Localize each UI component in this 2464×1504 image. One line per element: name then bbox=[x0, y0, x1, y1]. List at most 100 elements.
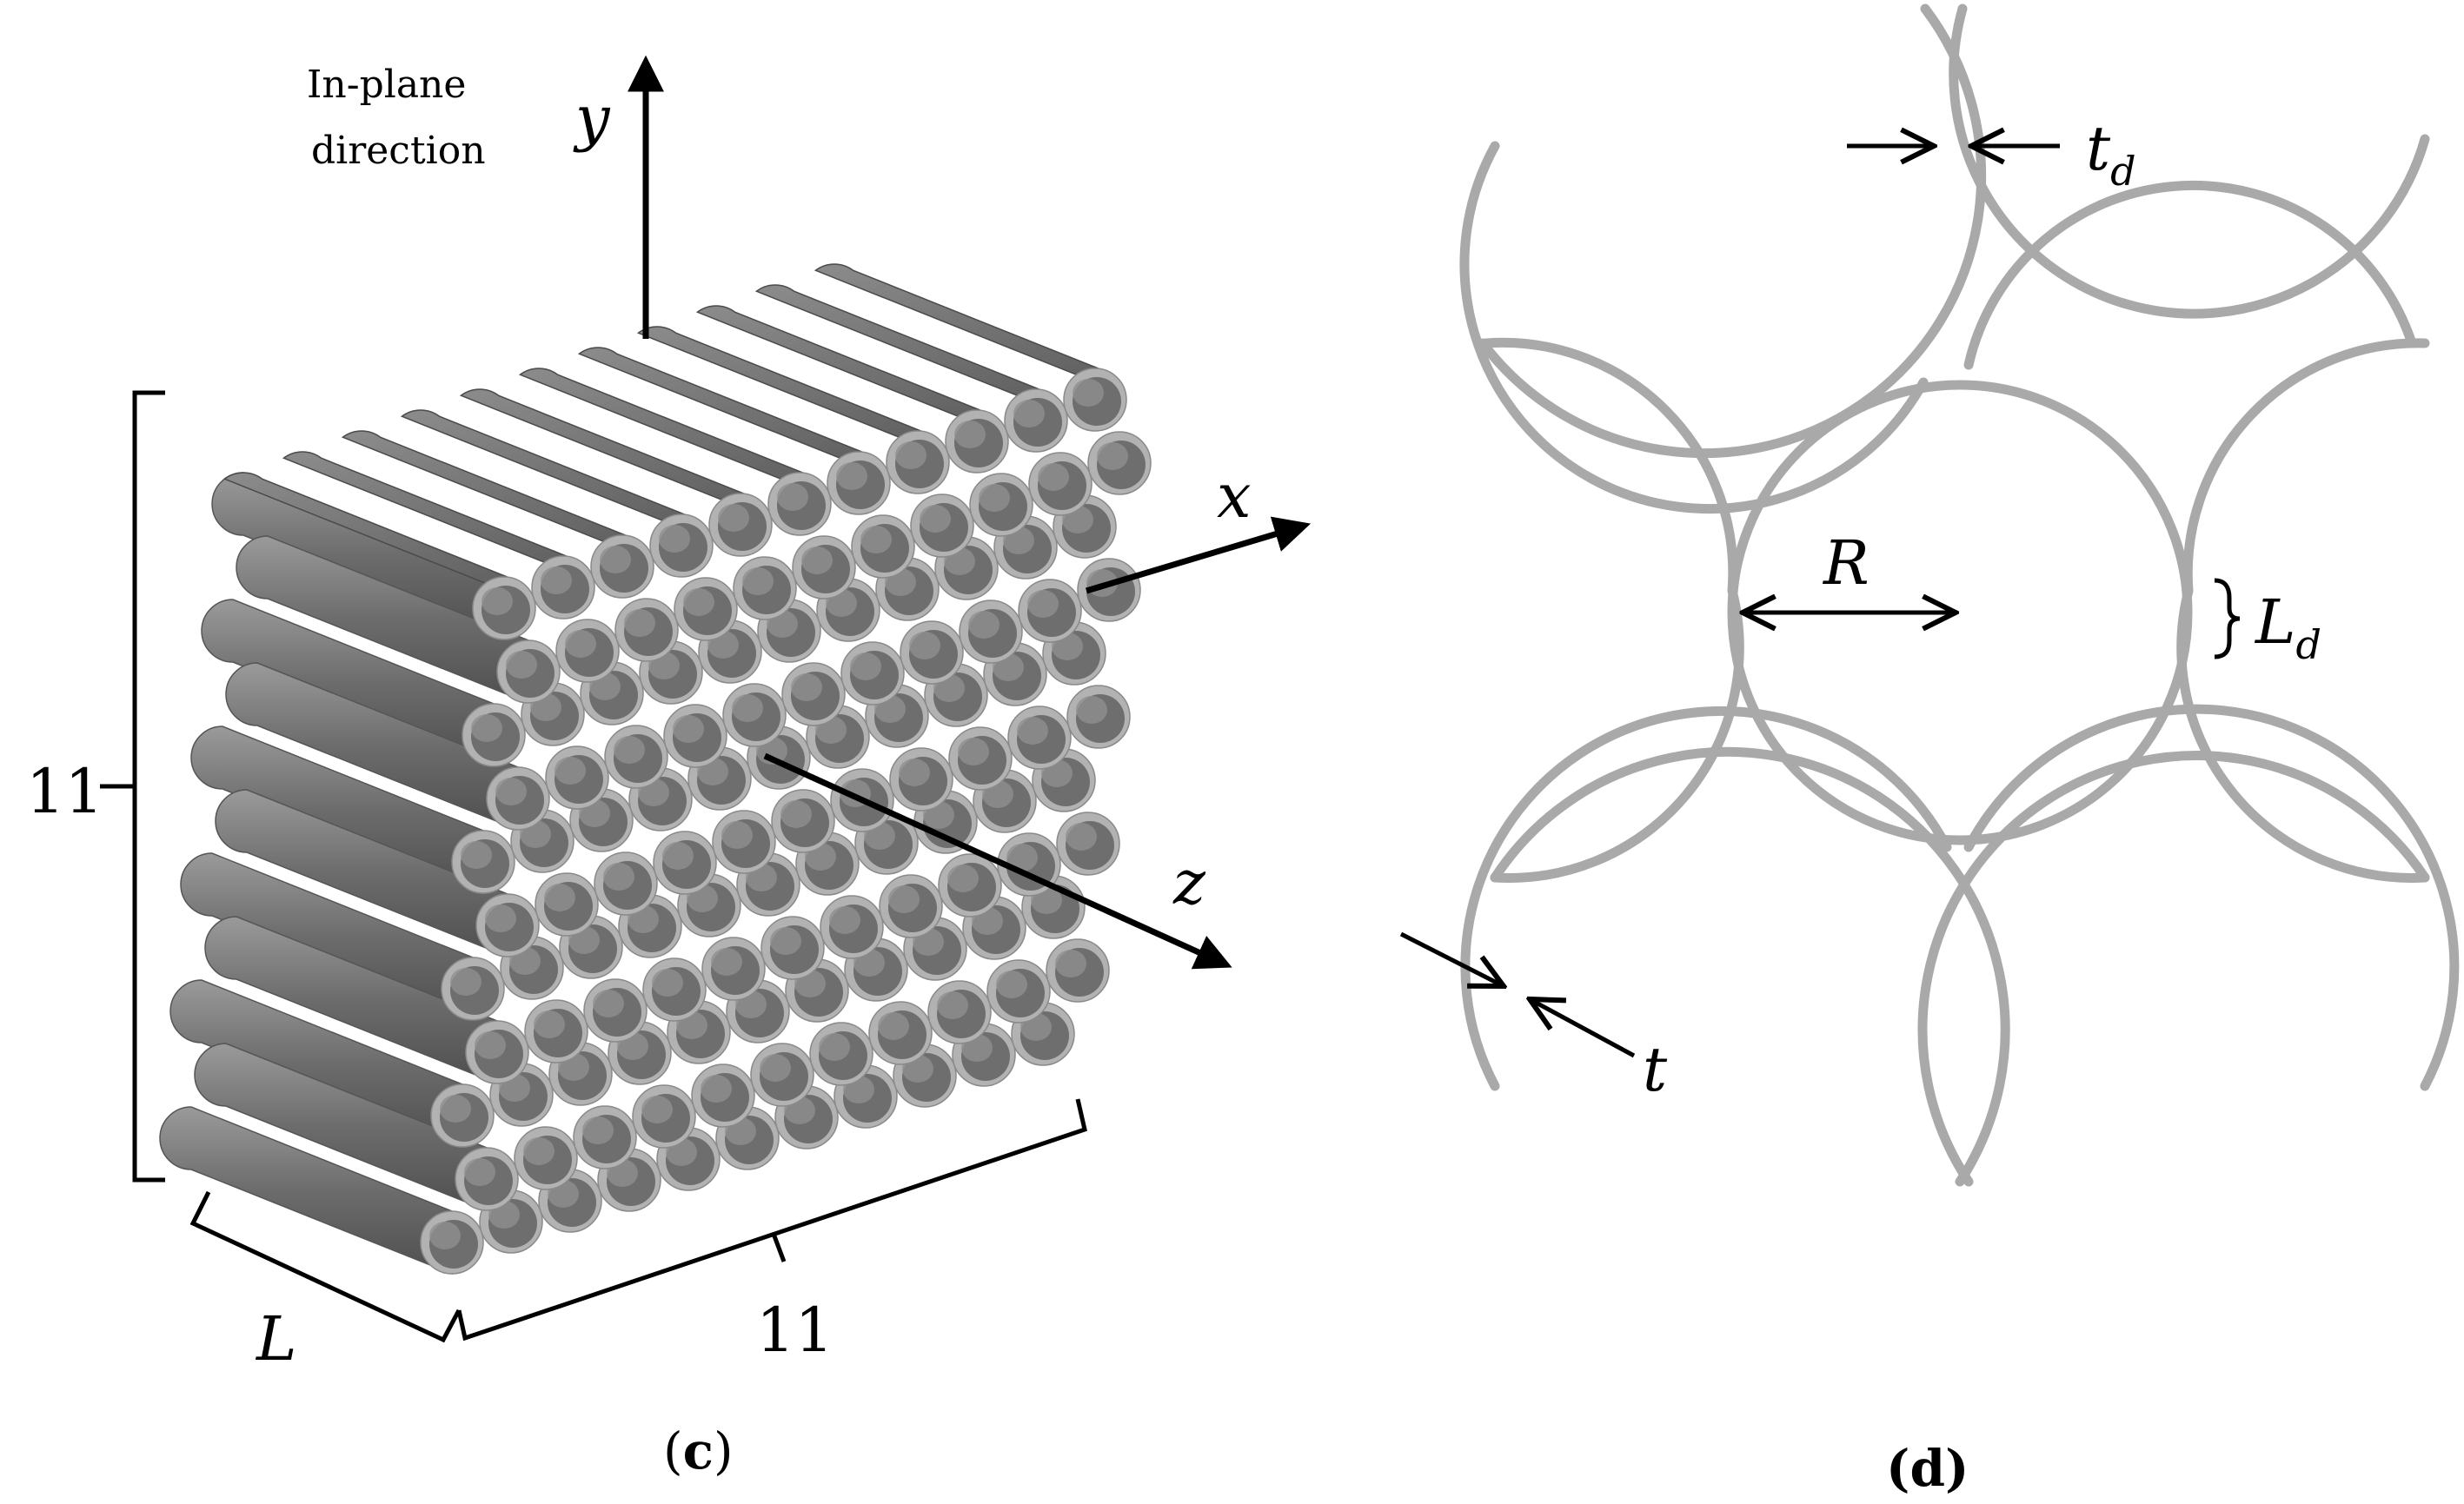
tube-top bbox=[222, 472, 523, 584]
l-d-label: Ld bbox=[2254, 586, 2321, 668]
tube-end bbox=[722, 683, 787, 747]
tube-top-faces bbox=[222, 263, 1114, 584]
tube-end bbox=[555, 619, 620, 683]
tube-end bbox=[441, 957, 505, 1021]
radius-label: R bbox=[1822, 527, 1870, 599]
caption-c: (c) bbox=[663, 1421, 734, 1481]
tube-end bbox=[604, 725, 668, 789]
z-axis-label: z bbox=[1172, 847, 1206, 918]
tube-end bbox=[886, 430, 950, 494]
caption-c-close: ) bbox=[714, 1421, 734, 1481]
tube-end bbox=[879, 874, 943, 938]
tube-side bbox=[204, 916, 498, 1085]
tube-end bbox=[1046, 938, 1110, 1003]
tube-end bbox=[1007, 706, 1072, 770]
tube-end bbox=[455, 1147, 519, 1211]
tube-end bbox=[781, 662, 846, 726]
cols-count-label: 11 bbox=[756, 1295, 834, 1366]
tube-side bbox=[169, 979, 463, 1149]
tube-end bbox=[809, 1022, 873, 1086]
cell-arc-lower-left-outer bbox=[1490, 746, 2010, 1187]
tube-top bbox=[282, 451, 582, 563]
tube-end bbox=[462, 703, 526, 767]
l-d-label-main: L bbox=[2254, 586, 2295, 658]
tube-side bbox=[225, 662, 519, 832]
x-axis-label: x bbox=[1217, 460, 1251, 532]
cell-arc-right-top bbox=[1963, 181, 2417, 370]
tube-end bbox=[451, 830, 515, 894]
tube-end bbox=[760, 916, 825, 980]
tube-end bbox=[687, 746, 752, 811]
t-d-label: td bbox=[2086, 113, 2136, 195]
tube-top bbox=[341, 430, 641, 542]
y-axis-label: y bbox=[573, 83, 611, 154]
tube-end bbox=[945, 409, 1009, 474]
tube-end bbox=[969, 473, 1033, 537]
tube-top bbox=[577, 347, 878, 459]
cell-arc-upper-left bbox=[1459, 141, 1929, 514]
tube-side bbox=[180, 852, 474, 1022]
tube-end bbox=[708, 493, 773, 557]
tube-end bbox=[583, 978, 648, 1043]
tube-end bbox=[642, 957, 707, 1022]
tube-end bbox=[986, 959, 1051, 1024]
tube-end bbox=[465, 1020, 529, 1084]
tube-top bbox=[636, 326, 937, 438]
tube-end bbox=[771, 789, 835, 853]
l-d-brace bbox=[2214, 578, 2241, 659]
length-bracket bbox=[189, 1190, 462, 1343]
tube-end bbox=[851, 514, 915, 579]
t-label: t bbox=[1643, 1034, 1668, 1105]
rows-count-label: 11 bbox=[26, 756, 103, 827]
tube-end bbox=[959, 600, 1023, 664]
tube-end bbox=[632, 1084, 696, 1149]
caption-c-open: ( bbox=[663, 1421, 683, 1481]
tube-end bbox=[614, 598, 679, 662]
caption-d: (d) bbox=[1886, 1439, 1969, 1498]
tube-end bbox=[820, 895, 884, 959]
tube-end bbox=[691, 1063, 755, 1128]
t-d-label-sub: d bbox=[2110, 148, 2135, 195]
length-label: L bbox=[255, 1303, 296, 1375]
tube-end bbox=[750, 1043, 814, 1107]
t-d-label-main: t bbox=[2086, 113, 2111, 184]
tube-end bbox=[948, 726, 1013, 791]
tube-side bbox=[236, 535, 529, 705]
tube-end bbox=[767, 472, 832, 536]
tube-end bbox=[677, 873, 741, 938]
tube-end bbox=[479, 1189, 543, 1254]
t-arrow-outer bbox=[1399, 931, 1504, 986]
tube-end bbox=[514, 1126, 578, 1190]
tube-end bbox=[712, 810, 776, 874]
panel-c-tube-bundle: y In-plane direction x z 11 L 11 (c) bbox=[26, 55, 1312, 1481]
tube-end bbox=[1056, 812, 1120, 876]
tube-end bbox=[1063, 368, 1127, 432]
z-axis-arrow bbox=[763, 752, 1232, 970]
tube-end bbox=[827, 451, 891, 515]
cell-arc-lower-right-outer bbox=[1917, 751, 2430, 1187]
tube-side bbox=[159, 1106, 453, 1275]
tube-end bbox=[653, 831, 717, 895]
tube-end bbox=[1028, 452, 1093, 516]
tube-end bbox=[472, 576, 536, 640]
tube-end bbox=[1087, 431, 1152, 495]
tube-end bbox=[628, 767, 693, 832]
cell-arc-lower-right bbox=[1963, 704, 2460, 1091]
tube-end bbox=[486, 766, 550, 831]
tube-end bbox=[430, 1083, 495, 1148]
tube-side-faces bbox=[159, 472, 529, 1275]
panel-d-cell-geometry: td R Ld t (d) bbox=[1399, 3, 2460, 1498]
tube-end bbox=[531, 555, 595, 619]
tube-end bbox=[674, 577, 738, 641]
tube-top bbox=[459, 388, 760, 500]
tube-end bbox=[573, 1105, 637, 1169]
tube-top bbox=[754, 284, 1055, 396]
tube-end bbox=[927, 980, 992, 1044]
tube-end bbox=[649, 513, 714, 578]
tube-end bbox=[475, 893, 540, 957]
tube-top bbox=[695, 305, 996, 417]
tube-end bbox=[938, 853, 1002, 918]
tube-end bbox=[663, 704, 727, 768]
tube-top bbox=[400, 409, 701, 521]
tube-side bbox=[190, 725, 484, 895]
